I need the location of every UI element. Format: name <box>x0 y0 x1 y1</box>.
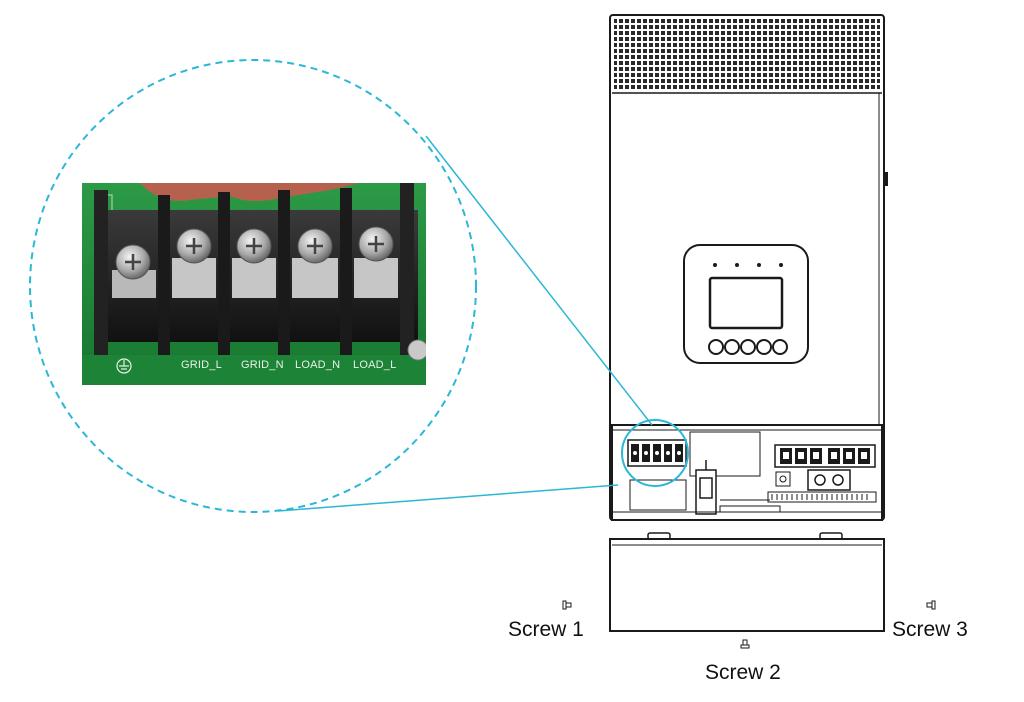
lcd-screen <box>708 276 784 330</box>
terminal-screw <box>358 226 394 262</box>
terminal-screw <box>236 228 272 264</box>
fingers <box>140 183 360 202</box>
panel-button <box>724 339 740 355</box>
terminal-block-photo <box>82 183 426 385</box>
bottom-cover <box>609 532 885 632</box>
screw-2-icon <box>740 639 750 649</box>
cover-plate <box>609 538 885 632</box>
led-indicator <box>779 263 783 267</box>
terminal-label-load-l: LOAD_L <box>353 359 397 371</box>
callout-leader-line <box>277 484 619 512</box>
panel-button <box>772 339 788 355</box>
wiring-compartment <box>611 424 883 521</box>
callout-target-circle <box>621 419 689 487</box>
callout <box>29 59 689 513</box>
ground-symbol-icon <box>116 358 132 374</box>
panel-button <box>756 339 772 355</box>
terminal-screw <box>115 244 151 280</box>
callout-magnifier-circle <box>29 59 477 513</box>
lcd-control-panel <box>683 244 809 364</box>
screw-1-icon <box>562 600 572 610</box>
vent-grille <box>614 19 880 91</box>
terminal-screw <box>297 228 333 264</box>
screw-1-label: Screw 1 <box>508 618 584 641</box>
led-indicator <box>735 263 739 267</box>
inverter-unit <box>609 14 888 521</box>
terminal-label-grid-n: GRID_N <box>241 359 284 371</box>
terminal-label-load-n: LOAD_N <box>295 359 341 371</box>
led-indicator <box>757 263 761 267</box>
screw-2-label: Screw 2 <box>705 661 781 684</box>
screw-3-icon <box>926 600 936 610</box>
callout-leader-line <box>425 135 653 426</box>
led-indicator <box>713 263 717 267</box>
panel-button <box>708 339 724 355</box>
terminal-label-grid-l: GRID_L <box>181 359 222 371</box>
terminal-screw <box>176 228 212 264</box>
panel-button <box>740 339 756 355</box>
screw-3-label: Screw 3 <box>892 618 968 641</box>
